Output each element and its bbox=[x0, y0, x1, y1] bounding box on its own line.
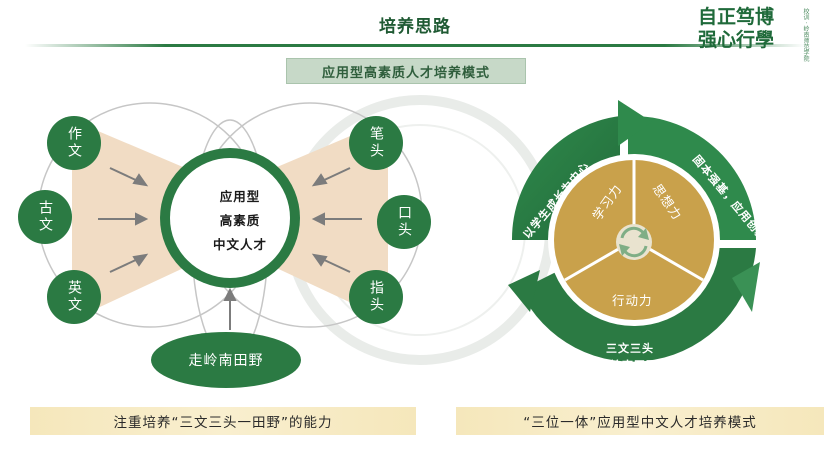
caption-right-bar: “三位一体”应用型中文人才培养模式 bbox=[456, 407, 824, 435]
motto-line-2: 强心行學 bbox=[698, 29, 775, 51]
right-item-circle-2 bbox=[377, 195, 431, 249]
left-item-circle-2 bbox=[18, 190, 72, 244]
ring-arrow-top bbox=[618, 100, 652, 146]
title-divider bbox=[25, 44, 805, 47]
right-item-circle-1 bbox=[349, 116, 403, 170]
caption-right-text: “三位一体”应用型中文人才培养模式 bbox=[523, 415, 757, 431]
subtitle-banner: 应用型高素质人才培养模式 bbox=[286, 58, 526, 84]
refresh-cycle-icon bbox=[616, 224, 652, 260]
caption-left-bar: 注重培养“三文三头一田野”的能力 bbox=[30, 407, 416, 435]
center-text-line-1: 应用型 bbox=[219, 189, 261, 204]
motto-caption: 校训 · 岭南师范学院 bbox=[802, 8, 809, 62]
subtitle-banner-label: 应用型高素质人才培养模式 bbox=[321, 65, 490, 81]
left-item-circle-1 bbox=[47, 116, 101, 170]
ring-arc-bottom bbox=[520, 248, 756, 362]
arrow-left-icon bbox=[311, 212, 362, 226]
ring-arrow-right bbox=[732, 262, 760, 312]
arrow-right-icon bbox=[98, 212, 149, 226]
bottom-field-label: 走岭南田野 bbox=[188, 353, 264, 369]
arrow-left-icon bbox=[311, 167, 351, 187]
right-item-circle-3 bbox=[349, 270, 403, 324]
center-text-line-2: 高素质 bbox=[219, 213, 261, 228]
ring-arrow-bottom-left bbox=[508, 270, 540, 312]
arrow-up-icon bbox=[223, 287, 237, 330]
ring-text-three-arts: 三文三头 bbox=[606, 342, 654, 355]
caption-left-text: 注重培养“三文三头一田野”的能力 bbox=[113, 415, 333, 431]
arrow-right-icon bbox=[109, 167, 149, 187]
page-title: 培养思路 bbox=[379, 17, 451, 37]
ring-text-field: 走岭南田野 bbox=[598, 359, 658, 372]
ring-arc-left bbox=[511, 116, 620, 240]
center-text-line-3: 中文人才 bbox=[212, 237, 267, 252]
motto-line-1: 自正笃博 bbox=[698, 6, 775, 28]
segment-label-action: 行动力 bbox=[612, 293, 653, 308]
center-circle bbox=[170, 158, 290, 278]
school-motto-logo: 自正笃博 强心行學 bbox=[698, 6, 798, 54]
arrow-left-icon bbox=[311, 253, 351, 273]
bottom-field-ellipse bbox=[151, 332, 301, 388]
left-item-circle-3 bbox=[47, 270, 101, 324]
arrow-right-icon bbox=[109, 253, 149, 273]
